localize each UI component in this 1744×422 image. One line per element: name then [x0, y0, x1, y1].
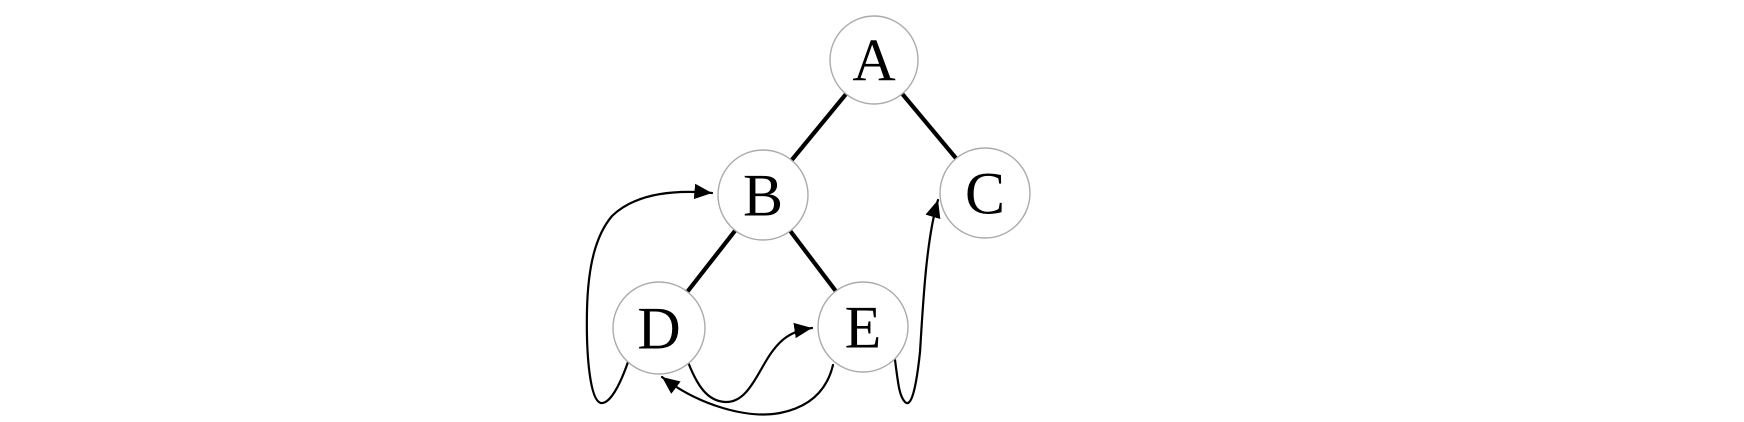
- node-label-D: D: [637, 295, 680, 361]
- thread-arrow-E-D: [660, 363, 835, 416]
- node-label-C: C: [965, 160, 1005, 226]
- node-circle-D: [612, 281, 706, 375]
- node-label-A: A: [852, 27, 895, 93]
- node-label-E: E: [845, 294, 882, 360]
- node-circle-E: [817, 281, 909, 373]
- node-circle-B: [717, 149, 809, 241]
- node-label-B: B: [743, 162, 783, 228]
- thread-arrow-D-E: [686, 322, 814, 404]
- thread-arrows-layer: [585, 183, 941, 416]
- nodes-layer: A B C D E: [612, 15, 1031, 375]
- thread-arrow-D-B: [585, 183, 714, 405]
- node-circle-A: [829, 15, 919, 105]
- node-circle-C: [939, 147, 1031, 239]
- tree-edges-layer: [657, 58, 987, 330]
- thread-arrow-E-C: [893, 198, 941, 405]
